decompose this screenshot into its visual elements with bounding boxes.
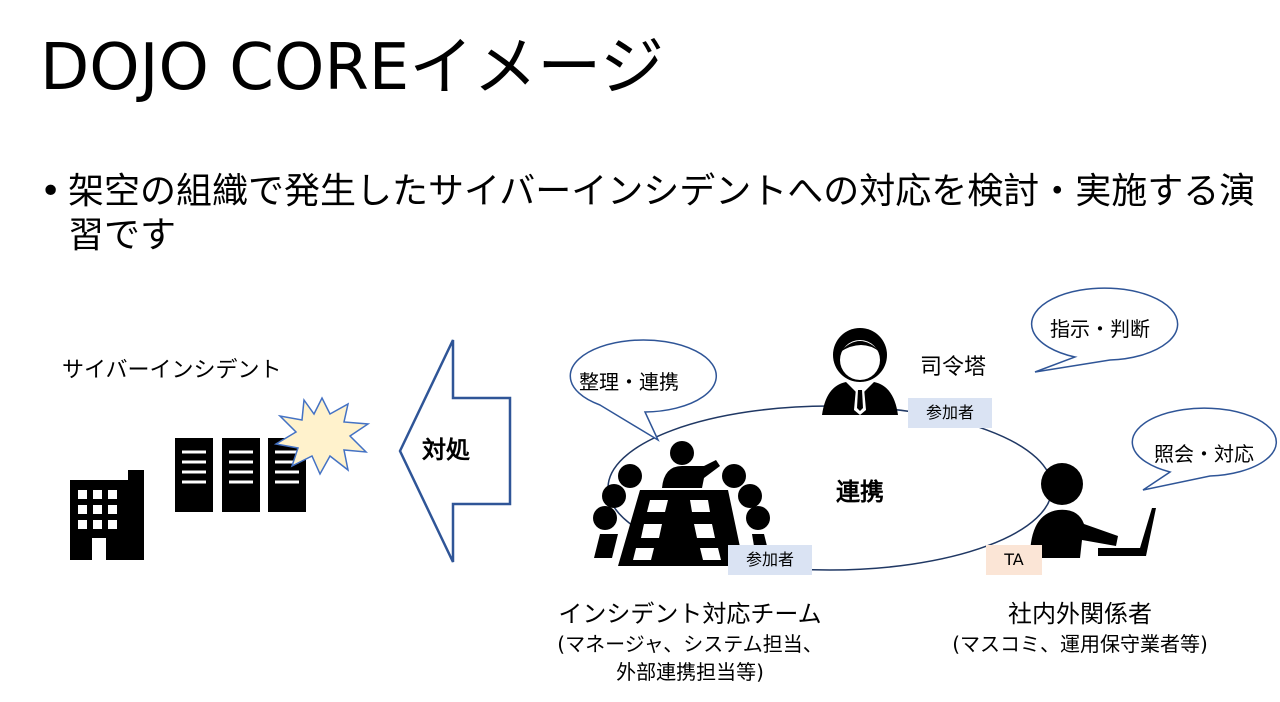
bubble-stakeholders-shape — [1131, 407, 1277, 491]
bullet-dot: • — [40, 171, 62, 212]
team-role-tag: 参加者 — [728, 545, 812, 575]
server-rack-icon — [175, 438, 306, 512]
bullet-point: • 架空の組織で発生したサイバーインシデントへの対応を検討・実施する演習です — [40, 170, 1260, 258]
laptop-user-icon — [1030, 463, 1156, 558]
commander-role-tag: 参加者 — [908, 398, 992, 428]
page-title: DOJO COREイメージ — [40, 31, 664, 105]
bubble-team-shape — [569, 339, 718, 442]
handle-arrow — [398, 339, 512, 563]
team-roles-line2: 外部連携担当等) — [616, 660, 764, 684]
stakeholders-name: 社内外関係者 — [1008, 600, 1152, 628]
bubble-commander-text: 指示・判断 — [1050, 317, 1150, 341]
commander-person-icon — [822, 328, 898, 415]
incident-label: サイバーインシデント — [62, 358, 282, 383]
arrow-label: 対処 — [422, 436, 470, 464]
building-icon — [70, 470, 144, 560]
commander-name: 司令塔 — [920, 355, 987, 380]
link-label: 連携 — [836, 478, 884, 506]
stakeholders-examples: (マスコミ、運用保守業者等) — [952, 632, 1208, 656]
meeting-table-icon — [593, 441, 770, 566]
team-name: インシデント対応チーム — [558, 600, 822, 628]
bubble-stakeholders-text: 照会・対応 — [1154, 442, 1254, 466]
bubble-team-text: 整理・連携 — [579, 370, 679, 394]
stakeholders-role-tag: TA — [986, 545, 1042, 575]
team-roles-line1: (マネージャ、システム担当、 — [557, 632, 823, 656]
burst-icon — [273, 396, 371, 476]
bubble-commander-shape — [1030, 287, 1179, 373]
bullet-text: 架空の組織で発生したサイバーインシデントへの対応を検討・実施する演習です — [68, 171, 1256, 256]
